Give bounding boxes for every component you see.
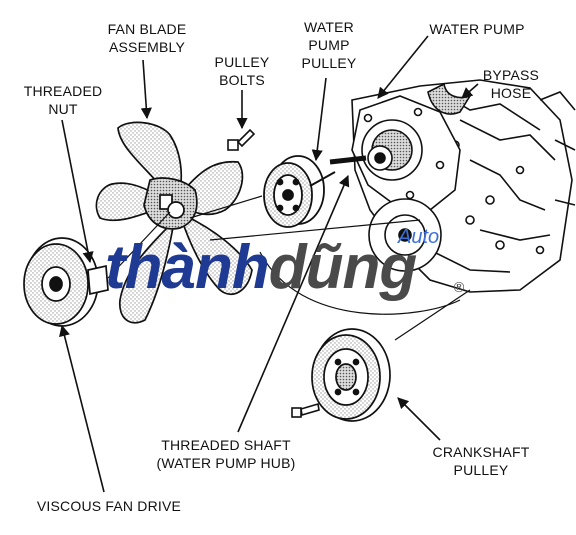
label-pulley-bolts: PULLEY BOLTS — [214, 54, 270, 88]
fan-blade-assembly — [95, 121, 253, 324]
water-pump-pulley — [263, 155, 336, 228]
timing-cover — [368, 198, 442, 272]
water-pump — [329, 95, 461, 211]
label-water-pump-pulley: WATER PUMP PULLEY — [301, 19, 357, 71]
leader-arrows — [59, 35, 479, 493]
label-water-pump: WATER PUMP — [429, 21, 525, 37]
label-crankshaft-pulley: CRANKSHAFT PULLEY — [432, 444, 530, 478]
label-fan-blade-assembly: FAN BLADE ASSEMBLY — [107, 21, 187, 55]
crankshaft-bolt — [291, 402, 320, 418]
assembly-lines — [107, 195, 471, 341]
label-bypass-hose: BYPASS HOSE — [482, 67, 540, 101]
label-threaded-shaft: THREADED SHAFT (WATER PUMP HUB) — [156, 437, 296, 471]
pulley-bolt — [227, 128, 256, 151]
label-threaded-nut: THREADED NUT — [23, 83, 103, 117]
viscous-fan-drive — [23, 237, 109, 327]
label-viscous-fan-drive: VISCOUS FAN DRIVE — [36, 498, 182, 514]
crankshaft-pulley — [311, 328, 391, 422]
